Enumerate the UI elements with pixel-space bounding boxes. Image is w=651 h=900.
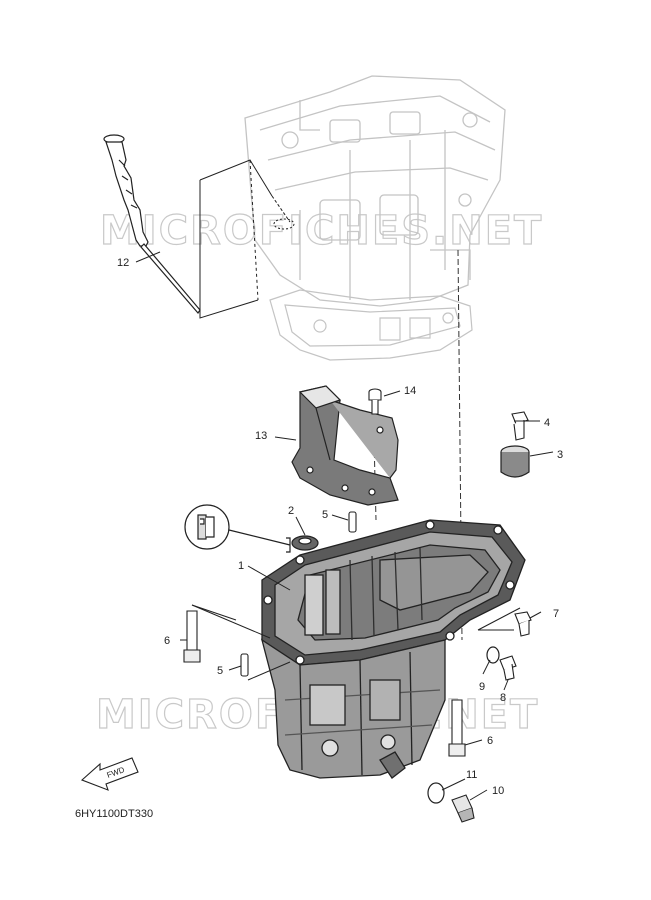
callout-6-left: 6 bbox=[164, 635, 170, 647]
drain-plug-10 bbox=[451, 794, 475, 823]
oil-pan bbox=[260, 519, 526, 779]
callout-8: 8 bbox=[500, 692, 506, 704]
gasket-ghost bbox=[269, 289, 473, 361]
callout-1: 1 bbox=[238, 560, 244, 572]
dowel-pin-upper bbox=[348, 511, 357, 533]
watermark-upper: MICROFICHES.NET bbox=[100, 208, 543, 254]
diagram-code: 6HY1100DT330 bbox=[75, 808, 153, 820]
callout-5-lower: 5 bbox=[217, 665, 223, 677]
stay-bracket bbox=[291, 385, 399, 506]
callout-13: 13 bbox=[255, 430, 267, 442]
bolt-6-left bbox=[183, 610, 201, 663]
leader-lines bbox=[135, 251, 554, 801]
callout-5-upper: 5 bbox=[322, 509, 328, 521]
washer-9 bbox=[486, 646, 500, 664]
engine-block-ghost bbox=[244, 75, 506, 307]
callout-7: 7 bbox=[553, 608, 559, 620]
callout-4: 4 bbox=[544, 417, 550, 429]
gasket-11 bbox=[427, 782, 445, 804]
bolt-4 bbox=[511, 411, 529, 441]
callout-12: 12 bbox=[117, 257, 129, 269]
callout-11: 11 bbox=[466, 769, 477, 781]
callout-10: 10 bbox=[492, 785, 504, 797]
bolt-6-right bbox=[448, 699, 466, 757]
dowel-pin-lower bbox=[240, 653, 249, 677]
dipstick bbox=[103, 134, 201, 314]
oil-seal-2 bbox=[291, 535, 319, 551]
bolt-8 bbox=[499, 655, 517, 681]
bolt-6-guide-lines bbox=[191, 604, 291, 681]
callout-9: 9 bbox=[479, 681, 485, 693]
callout-6-right: 6 bbox=[487, 735, 493, 747]
plug-3 bbox=[500, 445, 530, 478]
dipstick-guide-lines bbox=[199, 159, 295, 319]
bolt-7 bbox=[477, 607, 532, 637]
forward-arrow-icon: FWD bbox=[80, 757, 139, 791]
callout-3: 3 bbox=[557, 449, 563, 461]
callout-2: 2 bbox=[288, 505, 294, 517]
bolt-14 bbox=[368, 388, 382, 415]
callout-14: 14 bbox=[404, 385, 416, 397]
seal-detail-circle bbox=[184, 504, 291, 553]
